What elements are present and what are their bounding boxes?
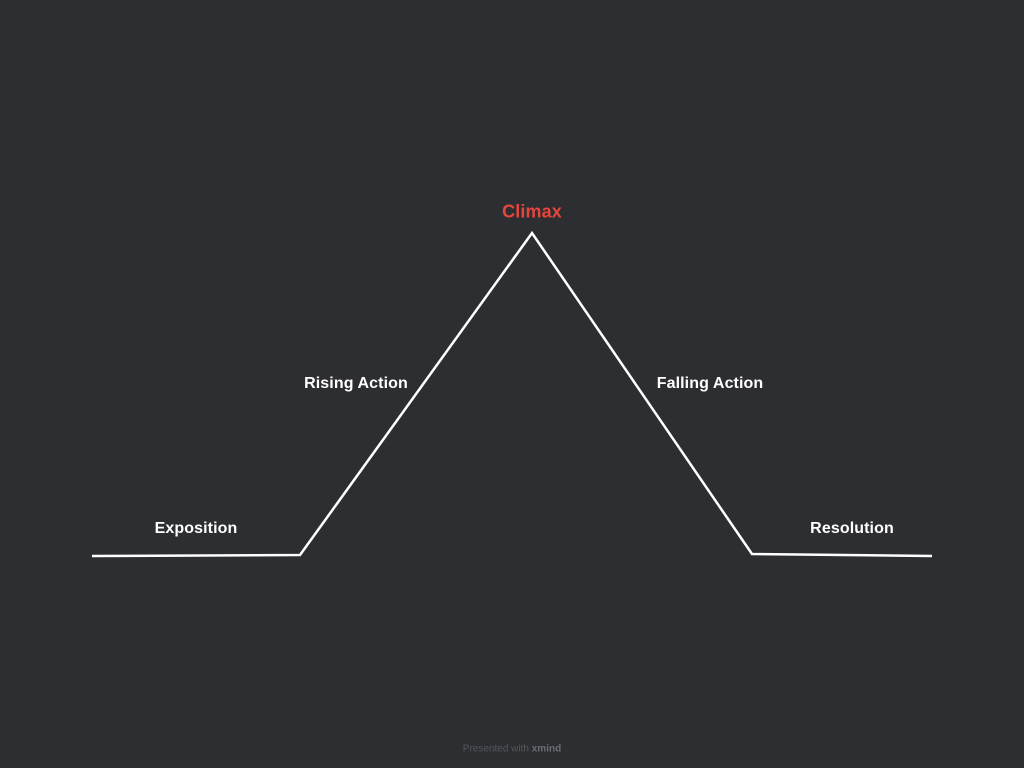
climax-label: Climax (502, 201, 562, 222)
plot-arc-line (91, 230, 933, 558)
footer-brand-link[interactable]: xmind (531, 743, 562, 755)
footer-prefix: Presented with (462, 743, 529, 755)
footer-credit: Presented with xmind (463, 744, 561, 755)
resolution-label: Resolution (810, 520, 894, 537)
rising-action-label: Rising Action (304, 375, 408, 392)
exposition-label: Exposition (154, 520, 238, 537)
falling-action-label: Falling Action (656, 375, 764, 392)
